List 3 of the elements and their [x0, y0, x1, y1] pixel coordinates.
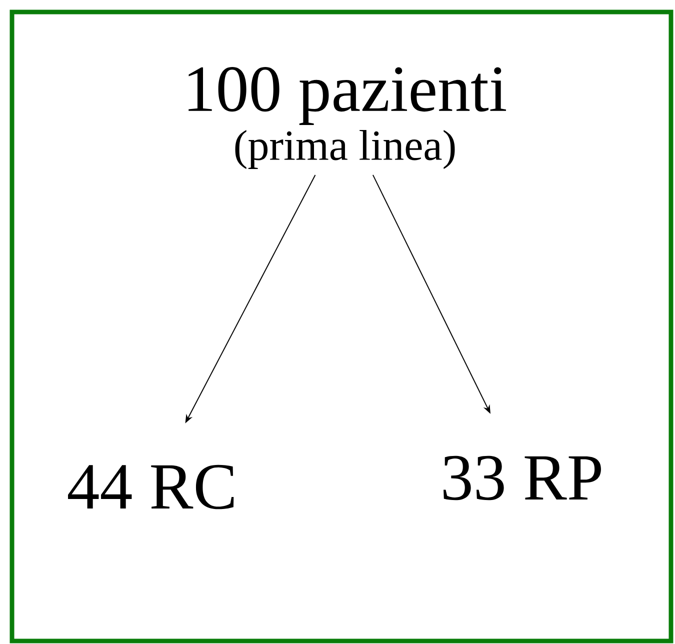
node-text: 44 RC	[68, 464, 234, 510]
node-text: 100 pazienti (prima linea)	[188, 67, 506, 169]
node-text: 33 RP	[444, 456, 601, 500]
